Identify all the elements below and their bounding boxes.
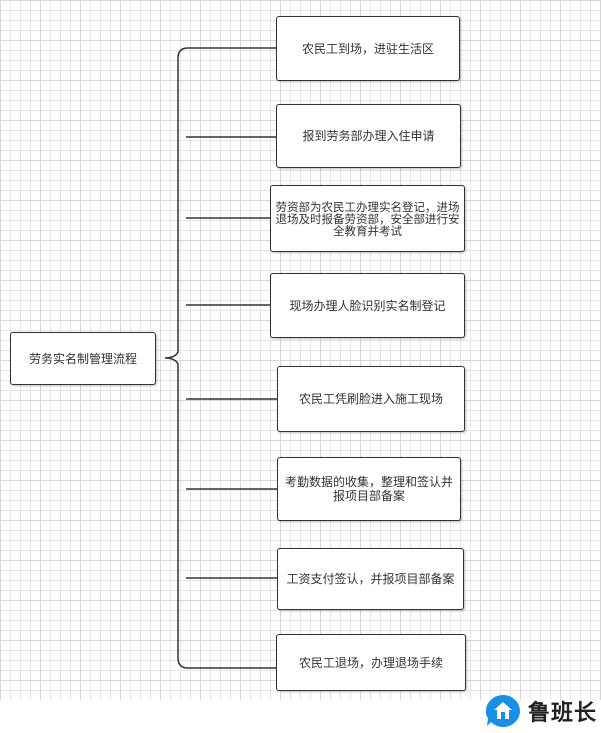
watermark-text: 鲁班长 <box>528 701 598 726</box>
step-node-3[interactable]: 劳资部为农民工办理实名登记，进场退场及时报备劳资部，安全部进行安全教育并考试 <box>270 185 465 252</box>
step-node-5[interactable]: 农民工凭刷脸进入施工现场 <box>277 366 465 432</box>
brace-connector <box>164 47 276 669</box>
luban-logo-icon <box>486 695 520 727</box>
step-node-6[interactable]: 考勤数据的收集，整理和签认并报项目部备案 <box>277 457 461 521</box>
root-node[interactable]: 劳务实名制管理流程 <box>10 332 156 385</box>
watermark-logo: 鲁班长 <box>484 693 597 729</box>
step-node-8[interactable]: 农民工退场，办理退场手续 <box>276 634 466 691</box>
step-node-4[interactable]: 现场办理人脸识别实名制登记 <box>270 273 465 338</box>
connector-lines <box>164 47 277 669</box>
step-node-7[interactable]: 工资支付签认，并报项目部备案 <box>277 548 464 610</box>
step-node-1[interactable]: 农民工到场，进驻生活区 <box>276 16 460 81</box>
step-node-2[interactable]: 报到劳务部办理入住申请 <box>276 104 461 168</box>
